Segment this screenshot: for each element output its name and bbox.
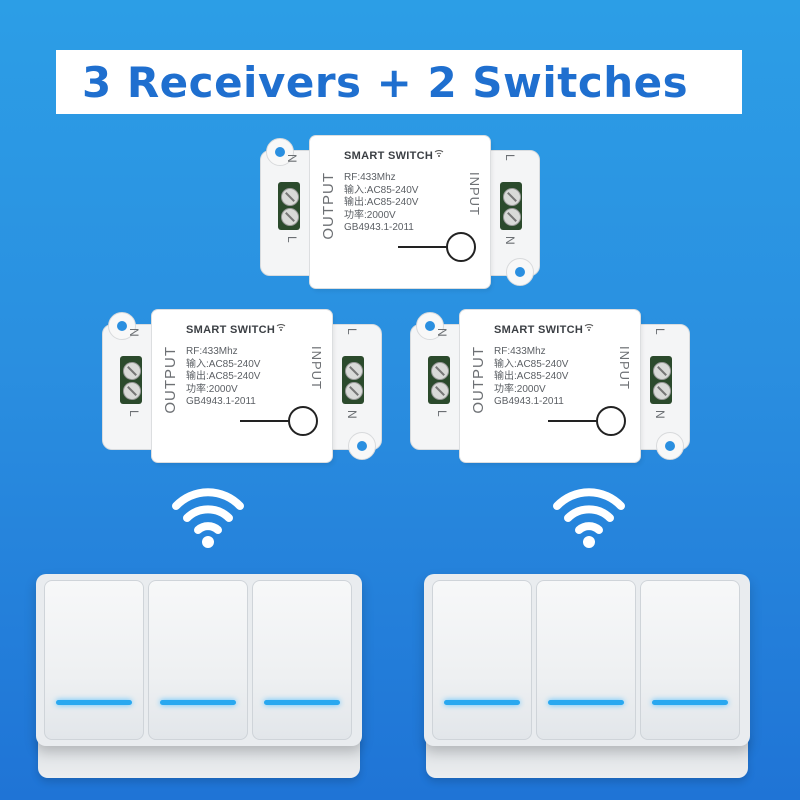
receiver-body: OUTPUT INPUT SMART SWITCH RF:433Mhz 输入:A… [310, 136, 490, 288]
receiver-body: OUTPUT INPUT SMART SWITCH RF:433Mhz 输入:A… [152, 310, 332, 462]
terminal-n-label: N [503, 236, 517, 245]
mounting-ear [108, 312, 136, 340]
switch-plate [36, 574, 362, 746]
learn-button-lever [398, 246, 456, 248]
spec-rf: RF:433Mhz [344, 172, 396, 183]
switch-key-2[interactable] [148, 580, 248, 740]
signal-icon [584, 324, 594, 331]
spec-input: 输入:AC85-240V [494, 358, 569, 370]
spec-power: 功率:2000V [186, 383, 238, 395]
signal-icon [434, 150, 444, 157]
spec-input: 输入:AC85-240V [344, 184, 419, 196]
indicator-light [548, 700, 624, 705]
receiver-body: OUTPUT INPUT SMART SWITCH RF:433Mhz 输入:A… [460, 310, 640, 462]
spec-rf: RF:433Mhz [186, 346, 238, 357]
mounting-ear [506, 258, 534, 286]
indicator-light [56, 700, 132, 705]
terminal-block [428, 356, 450, 404]
switch-key-1[interactable] [432, 580, 532, 740]
indicator-light [652, 700, 728, 705]
terminal-n-label: N [127, 328, 141, 337]
switch-key-1[interactable] [44, 580, 144, 740]
spec-power: 功率:2000V [344, 209, 396, 221]
indicator-light [444, 700, 520, 705]
mounting-ear [266, 138, 294, 166]
mounting-ear [656, 432, 684, 460]
terminal-n-label: N [653, 410, 667, 419]
spec-standard: GB4943.1-2011 [494, 396, 564, 407]
terminal-block [500, 182, 522, 230]
spec-standard: GB4943.1-2011 [344, 222, 414, 233]
output-label: OUTPUT [470, 346, 487, 414]
spec-output: 输出:AC85-240V [344, 197, 419, 208]
spec-standard: GB4943.1-2011 [186, 396, 256, 407]
title-banner: 3 Receivers + 2 Switches [56, 50, 742, 114]
input-label: INPUT [309, 346, 324, 390]
input-label: INPUT [467, 172, 482, 216]
page-title: 3 Receivers + 2 Switches [82, 57, 689, 107]
terminal-l-label: L [653, 328, 667, 335]
terminal-l-label: L [503, 154, 517, 161]
spec-input: 输入:AC85-240V [186, 358, 261, 370]
switch-key-2[interactable] [536, 580, 636, 740]
terminal-l-label: L [285, 236, 299, 243]
terminal-l-label: L [345, 328, 359, 335]
switch-key-3[interactable] [640, 580, 740, 740]
learn-button[interactable] [288, 406, 318, 436]
receiver-specs: RF:433Mhz 输入:AC85-240V 输出:AC85-240V 功率:2… [344, 172, 418, 235]
receiver-specs: RF:433Mhz 输入:AC85-240V 输出:AC85-240V 功率:2… [186, 346, 260, 409]
receiver-title: SMART SWITCH [344, 150, 434, 162]
receiver-title: SMART SWITCH [494, 324, 584, 336]
signal-icon [276, 324, 286, 331]
terminal-block [120, 356, 142, 404]
spec-output: 输出:AC85-240V [186, 371, 261, 382]
terminal-block [342, 356, 364, 404]
receiver-specs: RF:433Mhz 输入:AC85-240V 输出:AC85-240V 功率:2… [494, 346, 568, 409]
terminal-n-label: N [345, 410, 359, 419]
switch-key-3[interactable] [252, 580, 352, 740]
mounting-ear [348, 432, 376, 460]
terminal-block [278, 182, 300, 230]
indicator-light [160, 700, 236, 705]
receiver-module: N L L N OUTPUT INPUT SMART SWITCH RF:433… [260, 136, 540, 288]
input-label: INPUT [617, 346, 632, 390]
spec-power: 功率:2000V [494, 383, 546, 395]
terminal-n-label: N [285, 154, 299, 163]
learn-button[interactable] [446, 232, 476, 262]
wifi-icon [553, 488, 625, 548]
output-label: OUTPUT [320, 172, 337, 240]
wifi-icon [172, 488, 244, 548]
indicator-light [264, 700, 340, 705]
spec-rf: RF:433Mhz [494, 346, 546, 357]
learn-button[interactable] [596, 406, 626, 436]
terminal-l-label: L [127, 410, 141, 417]
output-label: OUTPUT [162, 346, 179, 414]
wall-switch [36, 574, 362, 779]
wall-switch [424, 574, 750, 779]
receiver-module: N L L N OUTPUT INPUT SMART SWITCH RF:433… [410, 310, 690, 462]
mounting-ear [416, 312, 444, 340]
learn-button-lever [240, 420, 298, 422]
receiver-title: SMART SWITCH [186, 324, 276, 336]
terminal-n-label: N [435, 328, 449, 337]
terminal-l-label: L [435, 410, 449, 417]
learn-button-lever [548, 420, 606, 422]
switch-plate [424, 574, 750, 746]
spec-output: 输出:AC85-240V [494, 371, 569, 382]
receiver-module: N L L N OUTPUT INPUT SMART SWITCH RF:433… [102, 310, 382, 462]
terminal-block [650, 356, 672, 404]
